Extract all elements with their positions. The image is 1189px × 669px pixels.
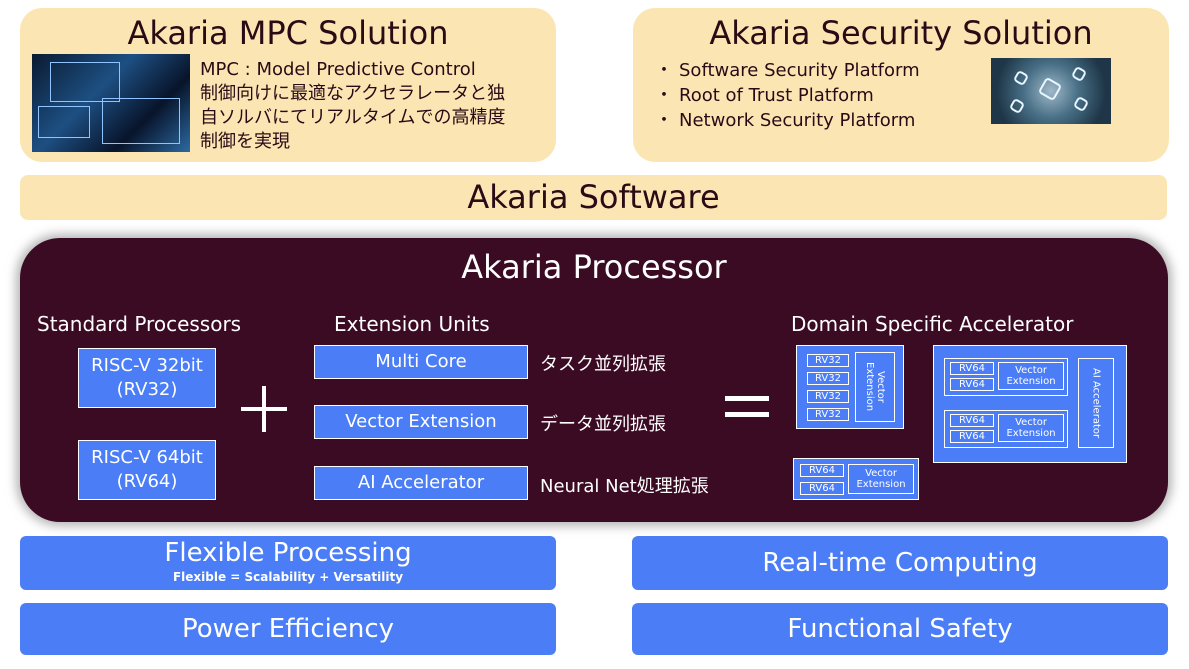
rv32-box: RISC-V 32bit (RV32) (78, 348, 216, 408)
software-bar: Akaria Software (20, 175, 1167, 220)
mpc-solution-title: Akaria MPC Solution (127, 14, 449, 52)
realtime-computing-title: Real-time Computing (762, 548, 1038, 578)
flexible-processing-bar: Flexible Processing Flexible = Scalabili… (20, 536, 556, 590)
mpc-line: MPC : Model Predictive Control (200, 59, 476, 80)
extension-units-heading: Extension Units (334, 312, 490, 336)
dsa-rv32-cluster: RV32 RV32 RV32 RV32 Vector Extension (796, 345, 904, 429)
mpc-line: 制御を実現 (200, 131, 290, 152)
vector-label: Vector (1015, 417, 1047, 428)
rv64-vector-group (944, 410, 1068, 448)
flexible-processing-subtitle: Flexible = Scalability + Versatility (172, 570, 404, 584)
rv32-core: RV32 (807, 354, 849, 367)
vector-extension-unit: Vector Extension (998, 414, 1064, 442)
processor-title: Akaria Processor (461, 248, 727, 286)
rv64-vector-group (944, 358, 1068, 396)
ai-accelerator-box: AI Accelerator (314, 466, 528, 500)
mpc-description: MPC : Model Predictive Control 制御向けに最適なア… (200, 58, 550, 154)
list-item: Software Security Platform (655, 58, 920, 83)
rv64-core: RV64 (800, 464, 844, 477)
flexible-processing-title: Flexible Processing (164, 538, 412, 568)
rv64-core: RV64 (950, 362, 994, 375)
power-efficiency-bar: Power Efficiency (20, 603, 556, 655)
realtime-computing-bar: Real-time Computing (632, 536, 1168, 590)
dsa-rv64-ai-cluster: RV64 RV64 Vector Extension RV64 RV64 Vec… (933, 345, 1127, 463)
list-item: Network Security Platform (655, 108, 920, 133)
rv32-label: RISC-V 32bit (91, 355, 203, 376)
processor-panel: Akaria Processor Standard Processors Ext… (20, 238, 1168, 522)
standard-processors-heading: Standard Processors (37, 312, 242, 336)
rv64-core: RV64 (800, 482, 844, 495)
extension-label: Extension (856, 479, 906, 490)
list-item: Root of Trust Platform (655, 83, 920, 108)
security-platform-list: Software Security Platform Root of Trust… (655, 58, 920, 133)
equals-icon (725, 396, 769, 418)
security-solution-panel: Akaria Security Solution Software Securi… (633, 8, 1169, 162)
dsa-rv64-cluster: RV64 RV64 Vector Extension (793, 458, 919, 500)
vector-extension-note: データ並列拡張 (540, 414, 666, 435)
dsa-heading: Domain Specific Accelerator (791, 312, 1074, 336)
mpc-line: 自ソルバにてリアルタイムでの高精度 (200, 107, 506, 128)
vector-extension-unit: Vector Extension (855, 352, 895, 422)
power-efficiency-title: Power Efficiency (181, 614, 395, 644)
functional-safety-title: Functional Safety (787, 614, 1013, 644)
extension-label: Extension (1006, 376, 1056, 387)
vector-extension-unit: Vector Extension (998, 362, 1064, 390)
security-solution-title: Akaria Security Solution (709, 14, 1093, 52)
rv64-core: RV64 (950, 378, 994, 391)
plus-icon (241, 386, 287, 432)
rv32-core: RV32 (807, 408, 849, 421)
mpc-solution-panel: Akaria MPC Solution MPC : Model Predicti… (20, 8, 556, 162)
multi-core-box: Multi Core (314, 345, 528, 379)
security-illustration (991, 58, 1111, 124)
vector-extension-box: Vector Extension (314, 405, 528, 439)
multi-core-note: タスク並列拡張 (540, 354, 666, 375)
rv64-core: RV64 (950, 414, 994, 427)
extension-label: Extension (1006, 428, 1056, 439)
rv32-sublabel: (RV32) (116, 379, 178, 400)
vector-label: Vector (865, 468, 897, 479)
vector-extension-unit: Vector Extension (848, 464, 914, 494)
rv64-core: RV64 (950, 430, 994, 443)
vector-label: Vector (1015, 365, 1047, 376)
rv32-core: RV32 (807, 372, 849, 385)
rv32-core: RV32 (807, 390, 849, 403)
rv64-box: RISC-V 64bit (RV64) (78, 440, 216, 500)
rv64-sublabel: (RV64) (116, 471, 178, 492)
functional-safety-bar: Functional Safety (632, 603, 1168, 655)
ai-accelerator-note: Neural Net処理拡張 (540, 476, 709, 497)
ai-accelerator-unit: AI Accelerator (1078, 358, 1114, 448)
rv64-label: RISC-V 64bit (91, 447, 203, 468)
mpc-illustration (32, 54, 190, 152)
mpc-line: 制御向けに最適なアクセラレータと独 (200, 83, 506, 104)
